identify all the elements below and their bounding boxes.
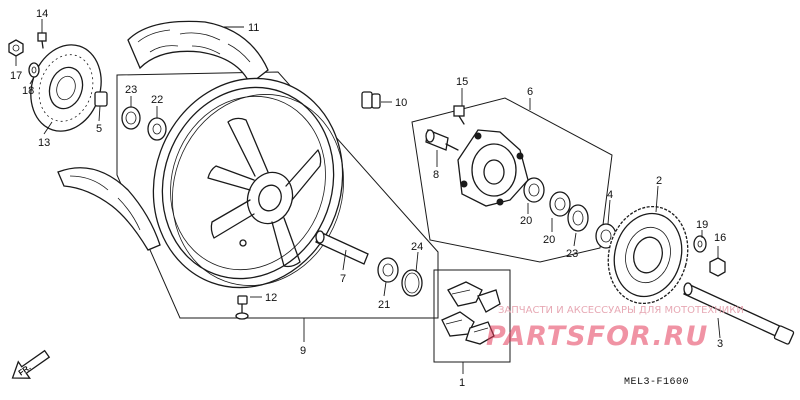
callout-8: 8 <box>433 169 439 181</box>
bearing-23-left <box>121 106 141 130</box>
nut-16 <box>709 257 726 277</box>
final-driven-flange-6 <box>457 129 529 207</box>
collar-5 <box>94 91 108 107</box>
callout-18: 18 <box>22 85 34 97</box>
clip-10 <box>361 91 381 109</box>
bolt-15 <box>453 105 465 125</box>
watermark: ЗАПЧАСТИ И АКСЕССУАРЫ ДЛЯ МОТОТЕХНИКИ PA… <box>486 305 744 352</box>
bolt-14 <box>37 32 47 49</box>
rim-band-lower <box>57 167 161 251</box>
callout-1: 1 <box>459 377 465 389</box>
stud-8 <box>425 129 459 151</box>
bearing-20b <box>549 191 571 217</box>
callout-21: 21 <box>378 299 390 311</box>
valve-12 <box>235 295 249 320</box>
hub-assembly-frame <box>411 97 613 263</box>
callout-6: 6 <box>527 86 533 98</box>
callout-15: 15 <box>456 76 468 88</box>
callout-20b: 20 <box>543 234 555 246</box>
callout-16: 16 <box>714 232 726 244</box>
callout-14: 14 <box>36 8 48 20</box>
nut-17 <box>8 39 24 57</box>
callout-13: 13 <box>38 137 50 149</box>
washer-18 <box>28 62 40 78</box>
callout-23-right: 23 <box>566 248 578 260</box>
bearing-20a <box>523 177 545 203</box>
watermark-brand: PARTSFOR.RU <box>486 321 708 352</box>
bearing-23-right <box>567 204 589 232</box>
axle-3 <box>683 282 795 345</box>
sprocket-2 <box>607 205 689 305</box>
callout-4: 4 <box>607 189 613 201</box>
callout-20a: 20 <box>520 215 532 227</box>
callout-3: 3 <box>717 338 723 350</box>
spacer-7 <box>315 230 369 265</box>
callout-17: 17 <box>10 70 22 82</box>
diagram-code: MEL3-F1600 <box>624 377 689 388</box>
callout-23-left: 23 <box>125 84 137 96</box>
callout-10: 10 <box>395 97 407 109</box>
callout-22: 22 <box>151 94 163 106</box>
rear-wheel <box>152 77 345 289</box>
callout-11: 11 <box>248 22 259 34</box>
bearing-21 <box>377 257 399 283</box>
damper-rubbers-1 <box>433 269 511 363</box>
bearing-22 <box>147 117 167 141</box>
callout-9: 9 <box>300 345 306 357</box>
seal-24 <box>401 269 423 297</box>
wheel-assembly-frame <box>116 71 439 319</box>
washer-19 <box>693 235 707 253</box>
callout-24: 24 <box>411 241 423 253</box>
callout-5: 5 <box>96 123 102 135</box>
rim-band-11 <box>127 20 269 86</box>
callout-7: 7 <box>340 273 346 285</box>
callout-12: 12 <box>265 292 277 304</box>
callout-19: 19 <box>696 219 708 231</box>
callout-2: 2 <box>656 175 662 187</box>
leader-lines <box>15 19 721 374</box>
front-direction-arrow: FR. <box>11 349 51 379</box>
brake-disc-13 <box>30 44 102 132</box>
watermark-tagline: ЗАПЧАСТИ И АКСЕССУАРЫ ДЛЯ МОТОТЕХНИКИ <box>498 305 744 316</box>
callout-numbers: 14 17 18 13 5 23 22 11 10 7 21 24 12 9 1… <box>10 8 726 389</box>
